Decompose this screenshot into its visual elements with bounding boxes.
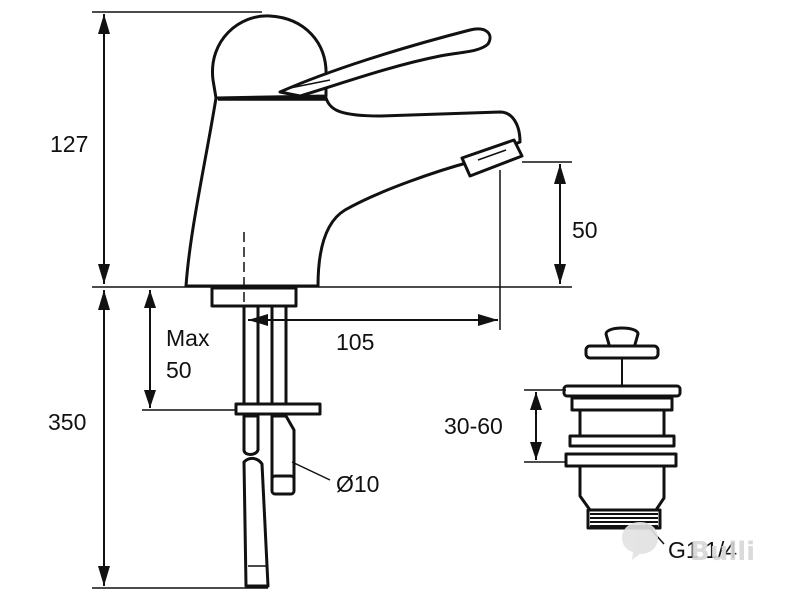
faucet-handle-cap bbox=[211, 14, 328, 100]
faucet-aerator bbox=[460, 138, 524, 178]
faucet-base bbox=[210, 286, 298, 308]
dim-drain-range: 30-60 bbox=[444, 413, 503, 439]
dim-faucet-height: 127 bbox=[50, 131, 88, 157]
watermark-text: Bulli bbox=[690, 537, 755, 567]
dim-max-value: 50 bbox=[166, 357, 192, 383]
dim-spout-clearance: 50 bbox=[572, 217, 598, 243]
faucet-lever bbox=[278, 27, 492, 98]
chat-bubble-logo-icon bbox=[622, 522, 658, 560]
dim-thread: G1 1/4 bbox=[668, 537, 737, 563]
watermark: Bulli bbox=[622, 522, 755, 567]
dim-max-label: Max bbox=[166, 325, 210, 351]
popup-drain bbox=[562, 326, 682, 530]
dim-pipe-diameter: Ø10 bbox=[336, 471, 379, 497]
dim-spout-reach: 105 bbox=[336, 329, 374, 355]
supply-hoses bbox=[234, 304, 322, 588]
faucet-body bbox=[184, 96, 522, 288]
dimension-lines bbox=[92, 11, 665, 589]
dim-below-counter: 350 bbox=[48, 409, 86, 435]
mounting-plate bbox=[234, 402, 322, 416]
faucet bbox=[184, 14, 524, 330]
